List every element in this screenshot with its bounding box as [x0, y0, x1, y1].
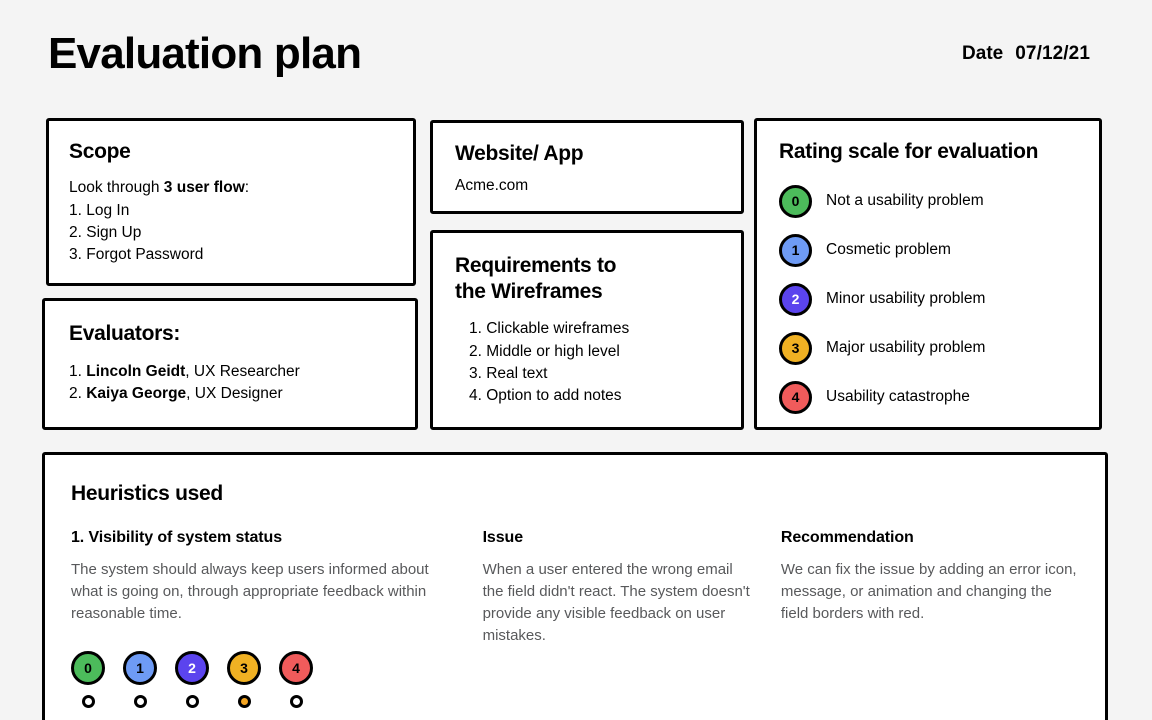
evaluator-index: 1. [69, 362, 87, 380]
scope-title: Scope [69, 140, 131, 163]
rating-option-circle-4[interactable]: 4 [279, 651, 313, 686]
rating-dot-1: 1 [779, 233, 812, 267]
issue-column: Issue When a user entered the wrong emai… [483, 529, 781, 709]
requirements-title-line1: Requirements to [455, 254, 617, 277]
evaluators-card: Evaluators: 1. Lincoln Geidt, UX Researc… [42, 298, 418, 430]
rating-option-0[interactable]: 0 [71, 651, 105, 709]
rating-scale-title: Rating scale for evaluation [779, 140, 1039, 163]
rating-option-2[interactable]: 2 [175, 651, 209, 709]
rating-scale-row: 3 Major usability problem [779, 324, 1077, 373]
recommendation-heading: Recommendation [780, 528, 914, 546]
rating-option-circle-2[interactable]: 2 [175, 651, 209, 686]
heuristic-column: 1. Visibility of system status The syste… [71, 529, 483, 709]
scope-lead-emphasis: 3 user flow [163, 178, 245, 196]
page-header: Evaluation plan Date 07/12/21 [0, 0, 1152, 108]
evaluator-role: , UX Researcher [185, 362, 300, 380]
scope-lead-suffix: : [244, 178, 250, 196]
evaluator-name: Kaiya George [86, 385, 187, 403]
page-title: Evaluation plan [48, 29, 362, 78]
evaluator-role: , UX Designer [186, 385, 283, 403]
date-block: Date 07/12/21 [962, 43, 1090, 65]
rating-scale-row: 4 Usability catastrophe [779, 373, 1077, 422]
rating-scale-row: 1 Cosmetic problem [779, 226, 1077, 275]
rating-dot-0: 0 [779, 184, 812, 218]
rating-dot-4: 4 [779, 380, 812, 414]
rating-option-4[interactable]: 4 [279, 651, 313, 709]
list-item: 2. Sign Up [69, 223, 142, 241]
evaluators-title: Evaluators: [69, 322, 181, 345]
list-item: 3. Real text [469, 364, 548, 382]
rating-option-indicator-0[interactable] [81, 695, 95, 709]
rating-option-circle-1[interactable]: 1 [123, 651, 157, 686]
scope-lead: Look through 3 user flow: [69, 177, 393, 199]
list-item: 1. Lincoln Geidt, UX Researcher [69, 361, 391, 384]
rating-label-2: Minor usability problem [826, 290, 986, 308]
heuristics-card: Heuristics used 1. Visibility of system … [42, 452, 1108, 720]
rating-option-indicator-4[interactable] [289, 695, 303, 709]
rating-option-circle-0[interactable]: 0 [71, 651, 105, 686]
website-app-value: Acme.com [455, 176, 529, 194]
scope-list: 1. Log In 2. Sign Up 3. Forgot Password [69, 200, 393, 266]
heuristics-title: Heuristics used [71, 482, 223, 505]
list-item: 3. Forgot Password [69, 245, 204, 263]
rating-option-indicator-3[interactable] [237, 695, 251, 709]
recommendation-body: We can fix the issue by adding an error … [780, 560, 1077, 622]
date-label: Date [962, 43, 1004, 64]
rating-option-indicator-1[interactable] [133, 695, 147, 709]
list-item: 1. Clickable wireframes [469, 320, 630, 338]
rating-dot-2: 2 [779, 282, 812, 316]
rating-label-0: Not a usability problem [826, 192, 984, 210]
rating-label-1: Cosmetic problem [826, 241, 951, 259]
requirements-title: Requirements to the Wireframes [455, 253, 719, 304]
heuristics-columns: 1. Visibility of system status The syste… [71, 529, 1079, 709]
issue-heading: Issue [482, 528, 524, 546]
list-item: 2. Kaiya George, UX Designer [69, 383, 391, 406]
rating-option-circle-3[interactable]: 3 [227, 651, 261, 686]
requirements-card: Requirements to the Wireframes 1. Clicka… [430, 230, 744, 430]
list-item: 1. Log In [69, 201, 130, 219]
evaluator-index: 2. [69, 385, 87, 403]
rating-selector[interactable]: 0 1 2 3 4 [71, 651, 453, 709]
scope-card: Scope Look through 3 user flow: 1. Log I… [46, 118, 416, 286]
rating-label-3: Major usability problem [826, 339, 986, 357]
website-app-card: Website/ App Acme.com [430, 120, 744, 214]
list-item: 2. Middle or high level [469, 342, 620, 360]
scope-lead-prefix: Look through [69, 178, 164, 196]
rating-option-3[interactable]: 3 [227, 651, 261, 709]
heuristic-body: The system should always keep users info… [71, 560, 429, 622]
requirements-list: 1. Clickable wireframes 2. Middle or hig… [455, 318, 719, 407]
website-app-title: Website/ App [455, 142, 584, 165]
requirements-title-line2: the Wireframes [455, 279, 603, 303]
issue-body: When a user entered the wrong email the … [482, 560, 750, 645]
date-value: 07/12/21 [1015, 43, 1090, 64]
rating-scale-row: 0 Not a usability problem [779, 177, 1077, 226]
recommendation-column: Recommendation We can fix the issue by a… [781, 529, 1079, 709]
rating-scale-card: Rating scale for evaluation 0 Not a usab… [754, 118, 1102, 430]
evaluator-name: Lincoln Geidt [86, 362, 186, 380]
evaluators-list: 1. Lincoln Geidt, UX Researcher 2. Kaiya… [69, 361, 391, 406]
heuristic-heading: 1. Visibility of system status [71, 528, 283, 546]
list-item: 4. Option to add notes [469, 387, 622, 405]
rating-dot-3: 3 [779, 331, 812, 365]
rating-option-1[interactable]: 1 [123, 651, 157, 709]
rating-option-indicator-2[interactable] [185, 695, 199, 709]
rating-scale-row: 2 Minor usability problem [779, 275, 1077, 324]
rating-label-4: Usability catastrophe [826, 388, 970, 406]
